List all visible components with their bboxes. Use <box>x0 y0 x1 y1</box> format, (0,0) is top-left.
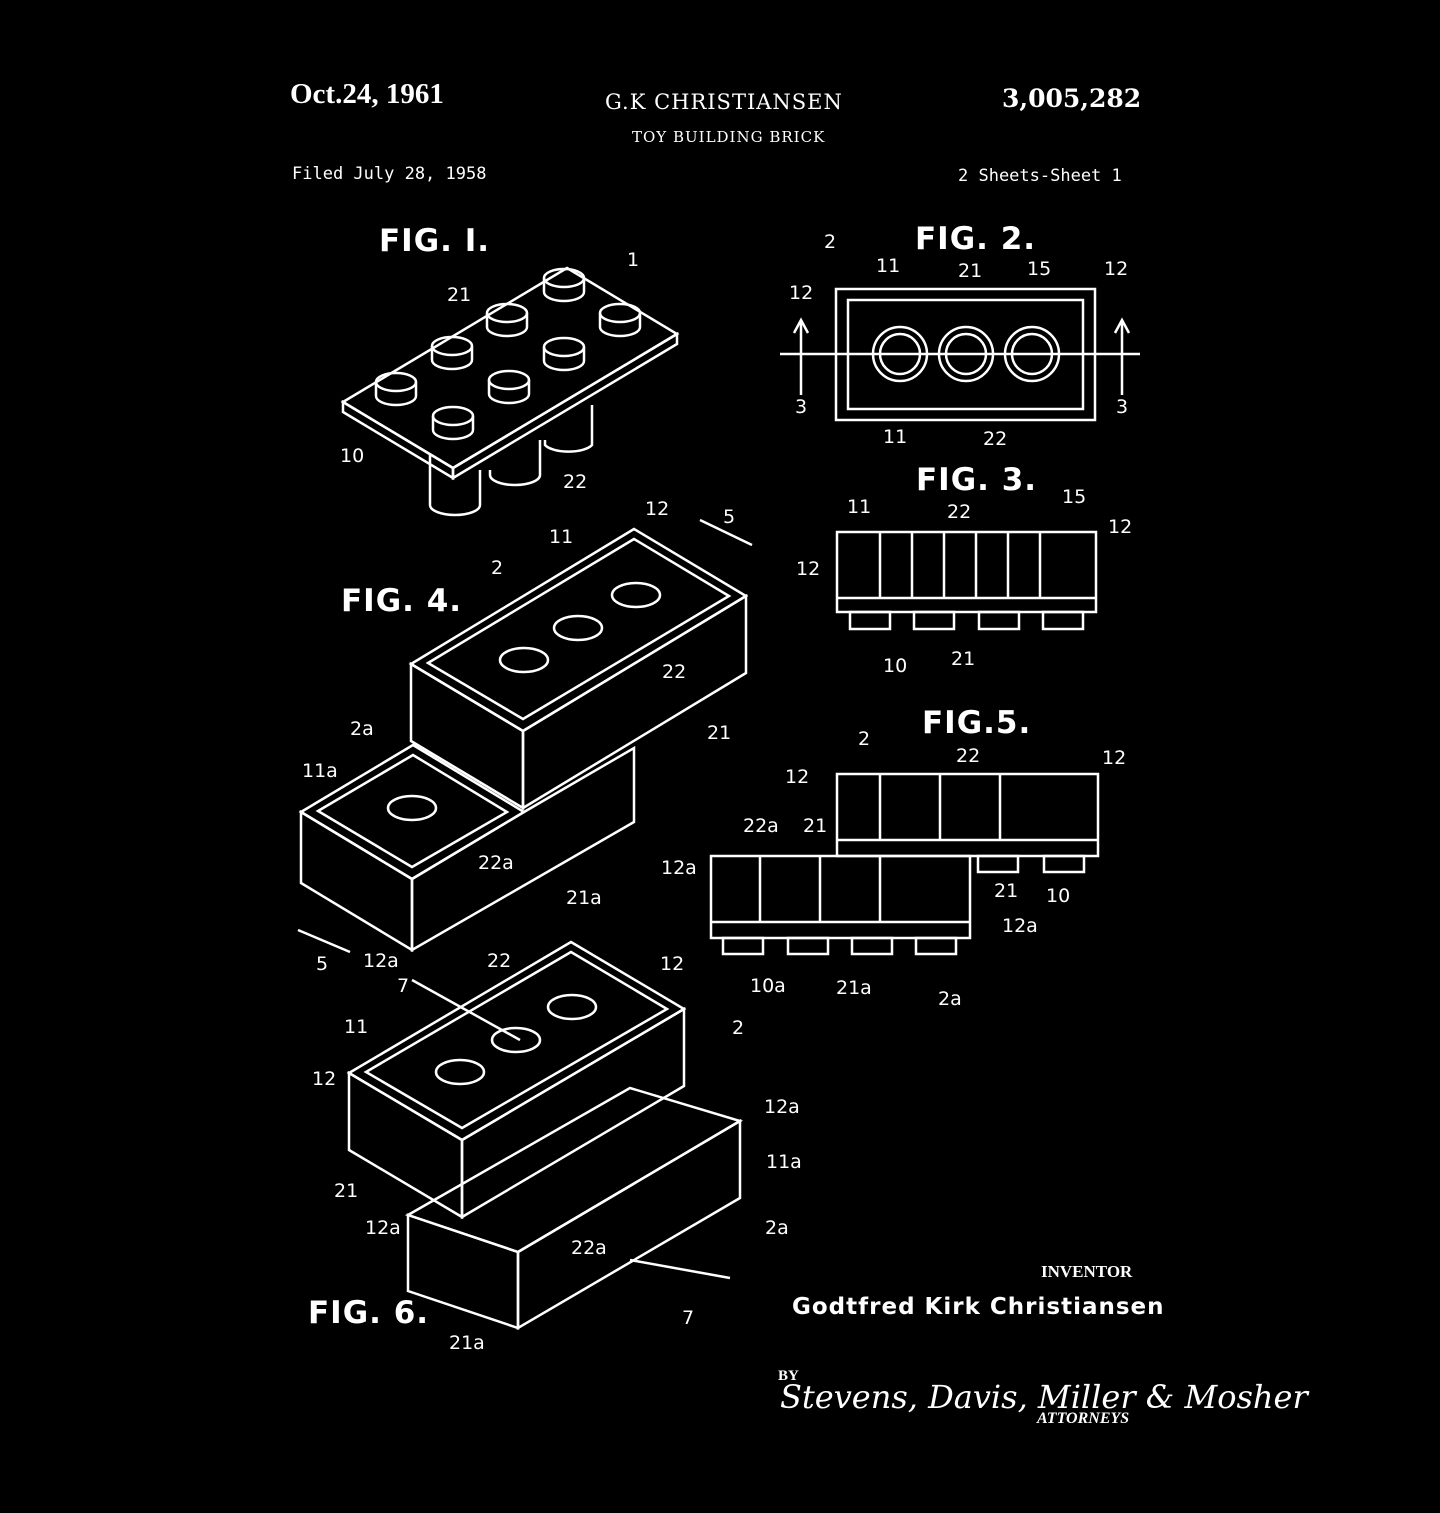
ref-numeral: 22 <box>956 745 981 767</box>
ref-numeral: 2 <box>824 231 837 253</box>
ref-numeral: 11 <box>549 526 574 548</box>
fig4-drawing <box>297 518 753 954</box>
ref-numeral: 12a <box>661 857 697 879</box>
by-label: BY <box>778 1368 799 1384</box>
ref-numeral: 2a <box>938 988 962 1010</box>
ref-numeral: 2 <box>732 1017 745 1039</box>
ref-numeral: 22 <box>563 471 588 493</box>
ref-numeral: 2 <box>858 728 871 750</box>
ref-numeral: 22 <box>662 661 687 683</box>
fig1-studs <box>374 267 642 441</box>
fig2-label: FIG. 2. <box>915 221 1037 257</box>
ref-numeral: 21 <box>994 880 1019 902</box>
ref-numeral: 12 <box>789 282 814 304</box>
inventor-name: Godtfred Kirk Christiansen <box>792 1294 1165 1320</box>
ref-numeral: 12a <box>363 950 399 972</box>
ref-numeral: 22 <box>487 950 512 972</box>
inventor-caption: INVENTOR <box>1041 1262 1133 1281</box>
fig6-label: FIG. 6. <box>308 1295 430 1331</box>
ref-numeral: 12a <box>764 1096 800 1118</box>
ref-numeral: 21a <box>449 1332 485 1354</box>
ref-numeral: 2a <box>765 1217 789 1239</box>
ref-numeral: 3 <box>1116 396 1129 418</box>
ref-numeral: 12 <box>796 558 821 580</box>
ref-numeral: 21 <box>951 648 976 670</box>
ref-numeral: 10 <box>883 655 908 677</box>
fig1-drawing <box>340 266 680 517</box>
patent-title: TOY BUILDING BRICK <box>632 128 826 146</box>
ref-numeral: 22a <box>743 815 779 837</box>
ref-numeral: 12a <box>365 1217 401 1239</box>
fig3-label: FIG. 3. <box>916 462 1038 498</box>
patent-number: 3,005,282 <box>1002 84 1142 113</box>
ref-numeral: 12 <box>785 766 810 788</box>
ref-numeral: 11 <box>876 255 901 277</box>
ref-numeral: 12 <box>660 953 685 975</box>
ref-numeral: 22 <box>983 428 1008 450</box>
ref-numeral: 3 <box>795 396 808 418</box>
ref-numeral: 11a <box>766 1151 802 1173</box>
attorneys-signature: Stevens, Davis, Miller & Mosher <box>780 1378 1308 1416</box>
sheet-count: 2 Sheets-Sheet 1 <box>958 166 1122 186</box>
fig6-drawing <box>346 940 744 1331</box>
ref-numeral: 11 <box>883 426 908 448</box>
ref-numeral: 12 <box>312 1068 337 1090</box>
ref-numeral: 10a <box>750 975 786 997</box>
ref-numeral: 22 <box>947 501 972 523</box>
ref-numeral: 15 <box>1062 486 1087 508</box>
ref-numeral: 5 <box>723 506 736 528</box>
ref-numeral: 7 <box>682 1307 695 1329</box>
ref-numeral: 2a <box>350 718 374 740</box>
ref-numeral: 12 <box>1102 747 1127 769</box>
fig5-label: FIG.5. <box>922 705 1032 741</box>
ref-numeral: 12 <box>1108 516 1133 538</box>
ref-numeral: 12 <box>645 498 670 520</box>
ref-numeral: 10 <box>340 445 365 467</box>
ref-numeral: 21 <box>958 260 983 282</box>
ref-numeral: 21a <box>566 887 602 909</box>
ref-numeral: 22a <box>571 1237 607 1259</box>
ref-numeral: 22a <box>478 852 514 874</box>
ref-numeral: 7 <box>397 975 410 997</box>
ref-numeral: 11a <box>302 760 338 782</box>
ref-numeral: 21 <box>334 1180 359 1202</box>
ref-numeral: 5 <box>316 953 329 975</box>
patent-date: Oct.24, 1961 <box>290 78 444 110</box>
filed-date: Filed July 28, 1958 <box>292 164 487 184</box>
fig4-label: FIG. 4. <box>341 583 463 619</box>
fig3-drawing <box>835 530 1098 631</box>
ref-numeral: 21 <box>803 815 828 837</box>
ref-numeral: 10 <box>1046 885 1071 907</box>
ref-numeral: 15 <box>1027 258 1052 280</box>
ref-numeral: 2 <box>491 557 504 579</box>
fig2-drawing <box>780 287 1140 422</box>
fig1-label: FIG. I. <box>379 223 491 259</box>
inventor-header: G.K CHRISTIANSEN <box>605 90 843 114</box>
ref-numeral: 21 <box>707 722 732 744</box>
fig5-drawing <box>709 772 1100 956</box>
ref-numeral: 21a <box>836 977 872 999</box>
ref-numeral: 21 <box>447 284 472 306</box>
ref-numeral: 11 <box>847 496 872 518</box>
ref-numeral: 12 <box>1104 258 1129 280</box>
attorneys-caption: ATTORNEYS <box>1037 1410 1130 1427</box>
ref-numeral: 11 <box>344 1016 369 1038</box>
ref-numeral: 12a <box>1002 915 1038 937</box>
ref-numeral: 1 <box>627 249 640 271</box>
